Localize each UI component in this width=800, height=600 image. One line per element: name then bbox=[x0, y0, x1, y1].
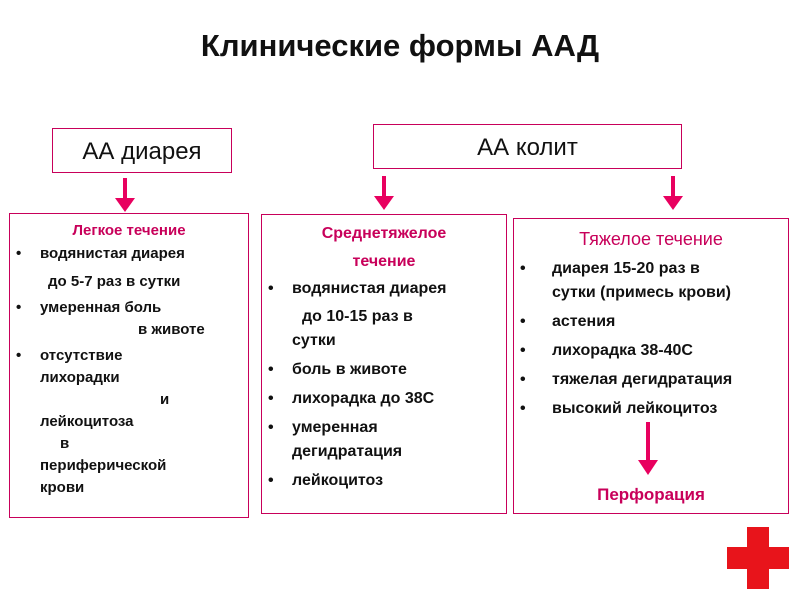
list-item-text: лейкоцитоз bbox=[292, 472, 384, 489]
list-item-text: отсутствие bbox=[40, 347, 123, 364]
list-item: высокий лейкоцитоз bbox=[514, 397, 788, 421]
perforation-label: Перфорация bbox=[597, 485, 705, 504]
list-item: водянистая диарея до 10-15 раз в сутки bbox=[262, 277, 506, 353]
diarrhea-header-label: АА диарея bbox=[82, 138, 202, 165]
list-item: умеренная боль в животе bbox=[10, 297, 248, 341]
moderate-course-list: водянистая диарея до 10-15 раз в сутки б… bbox=[262, 277, 506, 493]
list-item: отсутствие лихорадки и лейкоцитоза в пер… bbox=[10, 345, 248, 499]
down-arrow-icon bbox=[115, 178, 135, 212]
list-item: водянистая диарея до 5-7 раз в сутки bbox=[10, 243, 248, 293]
list-item-text: сутки bbox=[292, 332, 336, 349]
moderate-course-panel: Среднетяжелое течение водянистая диарея … bbox=[261, 214, 507, 514]
list-item: астения bbox=[514, 310, 788, 334]
list-item-text: сутки (примесь крови) bbox=[552, 284, 731, 301]
page-title: Клинические формы ААД bbox=[200, 28, 600, 63]
list-item-text: умеренная боль bbox=[40, 299, 162, 316]
list-item-text: и bbox=[160, 391, 170, 408]
colitis-header-label: АА колит bbox=[477, 134, 578, 161]
list-item-text: в bbox=[60, 435, 70, 452]
list-item-text: лихорадка до 38С bbox=[292, 390, 435, 407]
list-item-text: крови bbox=[40, 479, 85, 496]
list-item-text: в животе bbox=[138, 321, 205, 338]
list-item: умеренная дегидратация bbox=[262, 416, 506, 464]
list-item: лейкоцитоз bbox=[262, 469, 506, 493]
list-item-text: боль в животе bbox=[292, 361, 407, 378]
mild-course-list: водянистая диарея до 5-7 раз в сутки уме… bbox=[10, 243, 248, 499]
list-item-text: до 10-15 раз в bbox=[302, 308, 413, 325]
list-item-text: лихорадки bbox=[40, 369, 120, 386]
moderate-course-heading-cont: течение bbox=[352, 253, 416, 270]
diarrhea-header-box: АА диарея bbox=[52, 128, 232, 173]
list-item-text: умеренная bbox=[292, 419, 378, 436]
red-cross-icon bbox=[727, 527, 789, 589]
list-item-text: лихорадка 38-40С bbox=[552, 342, 693, 359]
list-item-text: дегидратация bbox=[292, 443, 403, 460]
list-item-text: лейкоцитоза bbox=[40, 413, 134, 430]
list-item-text: водянистая диарея bbox=[292, 280, 447, 297]
down-arrow-icon bbox=[663, 176, 683, 210]
list-item: диарея 15-20 раз в сутки (примесь крови) bbox=[514, 257, 788, 305]
down-arrow-icon bbox=[374, 176, 394, 210]
colitis-header-box: АА колит bbox=[373, 124, 682, 169]
mild-course-heading: Легкое течение bbox=[72, 222, 186, 239]
list-item-text: водянистая диарея bbox=[40, 245, 185, 262]
list-item-text: периферической bbox=[40, 457, 167, 474]
list-item-text: высокий лейкоцитоз bbox=[552, 400, 718, 417]
mild-course-panel: Легкое течение водянистая диарея до 5-7 … bbox=[9, 213, 249, 518]
moderate-course-heading: Среднетяжелое bbox=[321, 225, 447, 242]
list-item: боль в животе bbox=[262, 358, 506, 382]
list-item-text: астения bbox=[552, 313, 616, 330]
severe-course-list: диарея 15-20 раз в сутки (примесь крови)… bbox=[514, 257, 788, 421]
list-item: лихорадка 38-40С bbox=[514, 339, 788, 363]
list-item: тяжелая дегидратация bbox=[514, 368, 788, 392]
list-item-text: диарея 15-20 раз в bbox=[552, 260, 700, 277]
severe-course-panel: Тяжелое течение диарея 15-20 раз в сутки… bbox=[513, 218, 789, 514]
list-item-text: до 5-7 раз в сутки bbox=[48, 273, 181, 290]
down-arrow-icon bbox=[638, 422, 658, 475]
list-item-text: тяжелая дегидратация bbox=[552, 371, 733, 388]
severe-course-heading: Тяжелое течение bbox=[579, 229, 723, 249]
list-item: лихорадка до 38С bbox=[262, 387, 506, 411]
